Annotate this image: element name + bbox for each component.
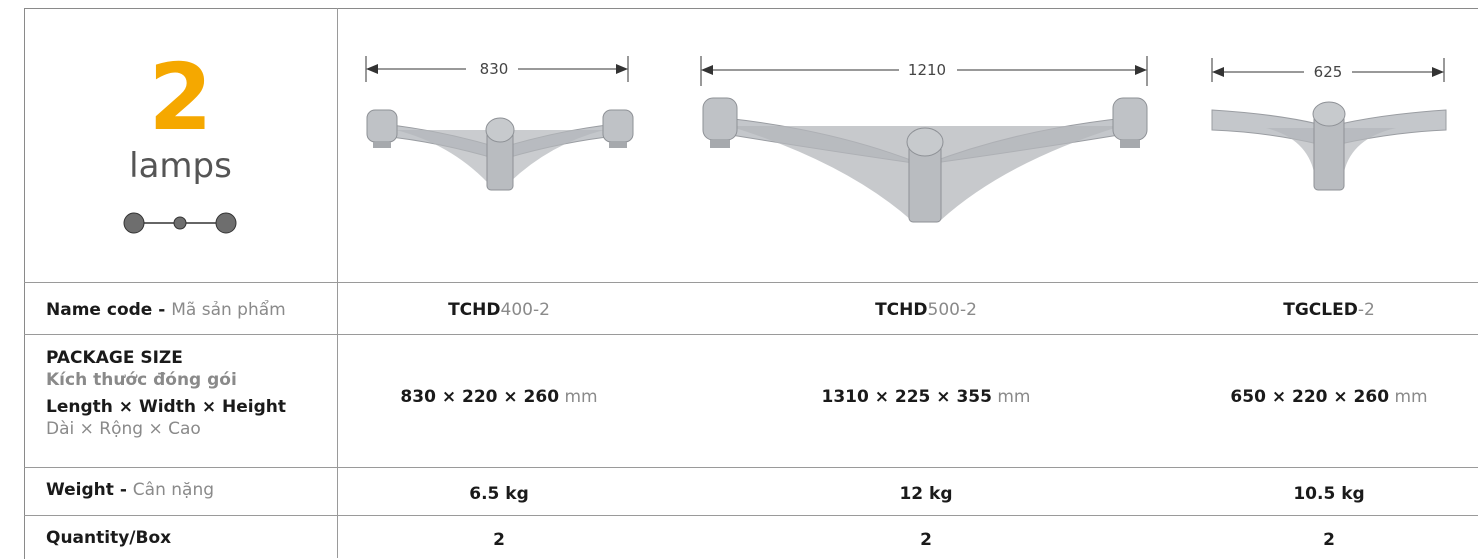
product-1-package-size: 830 × 220 × 260 mm (400, 387, 598, 407)
lamp-count-unit: lamps (129, 146, 232, 186)
two-lamp-dots-icon (123, 212, 237, 234)
product-3-weight: 10.5 kg (1293, 484, 1365, 504)
product-2-package-size: 1310 × 225 × 355 mm (821, 387, 1031, 407)
product-3-drawing: 625 (1211, 58, 1447, 191)
product-1-drawing: 830 (365, 56, 634, 191)
row-divider (24, 467, 1478, 468)
product-3-code: TGCLED-2 (1283, 300, 1375, 320)
column-divider (337, 8, 338, 558)
spec-table (24, 8, 1478, 559)
name-code-label: Name code - Mã sản phẩm (46, 300, 286, 320)
row-divider (24, 282, 1478, 283)
product-1-code: TCHD400-2 (448, 300, 550, 320)
product-3-quantity: 2 (1323, 530, 1335, 550)
product-2-code: TCHD500-2 (875, 300, 977, 320)
lamp-count: 2 (148, 44, 213, 151)
product-1-quantity: 2 (493, 530, 505, 550)
product-2-dimension-label: 1210 (908, 61, 946, 79)
product-2-weight: 12 kg (899, 484, 953, 504)
quantity-label: Quantity/Box (46, 528, 172, 548)
product-2-quantity: 2 (920, 530, 932, 550)
row-divider (24, 515, 1478, 516)
product-1-weight: 6.5 kg (469, 484, 529, 504)
row-divider (24, 334, 1478, 335)
product-1-dimension-label: 830 (480, 60, 509, 78)
package-size-label: PACKAGE SIZE Kích thước đóng gói Length … (46, 348, 286, 439)
product-3-dimension-label: 625 (1314, 63, 1343, 81)
weight-label: Weight - Cân nặng (46, 480, 215, 500)
product-3-package-size: 650 × 220 × 260 mm (1230, 387, 1428, 407)
product-2-drawing: 1210 (700, 56, 1148, 223)
